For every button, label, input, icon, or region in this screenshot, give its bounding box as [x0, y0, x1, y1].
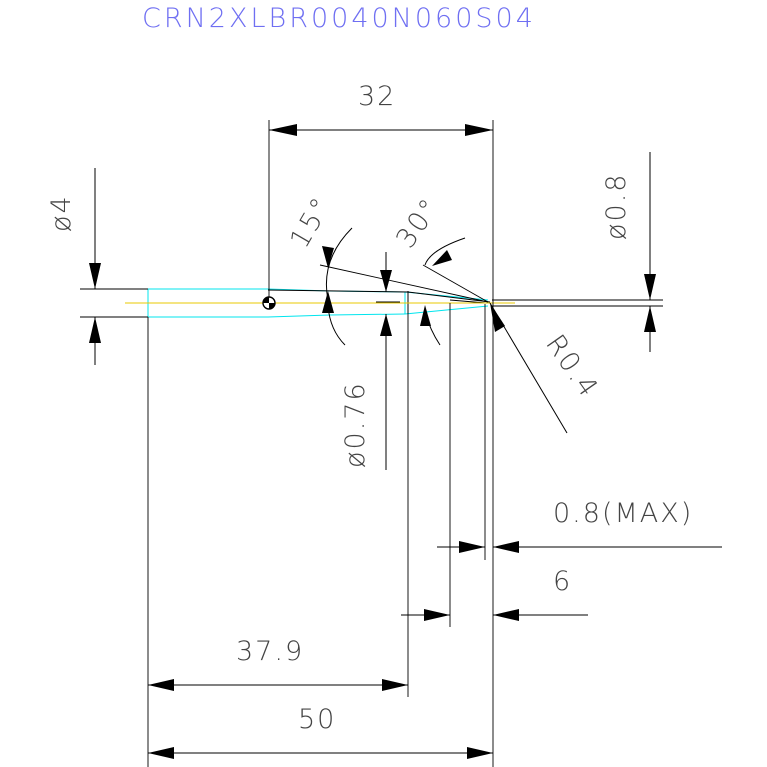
dim50-label: 50 [298, 704, 336, 735]
center-mark-fill-br [269, 303, 275, 309]
angle15-ext-line [319, 264, 489, 303]
angle30-arc-top [424, 237, 466, 266]
dim-32: 32 [268, 81, 494, 300]
dia076-arrow-bottom [380, 314, 392, 336]
tool-outline [125, 288, 515, 318]
neck-bottom-edge [329, 313, 406, 316]
dim50-arrow-right [467, 747, 493, 759]
angle30-arrow-bottom [420, 305, 431, 326]
dim-angle-30: 30° [390, 192, 489, 346]
angle30-ext-line [422, 264, 489, 303]
angle15-arrow-bottom [322, 291, 334, 313]
center-mark-fill-tl [263, 297, 269, 303]
dim-shank-diameter: ø4 [46, 168, 148, 365]
inner-top-line [267, 289, 409, 293]
dim6-label: 6 [553, 566, 572, 597]
dia076-arrow-top [380, 270, 392, 292]
dim379-arrow-left [148, 679, 174, 691]
max08-label: 0.8(MAX) [553, 498, 693, 529]
dim-tip-diameter: ø0.8 [492, 152, 663, 352]
part-number-title: CRN2XLBR0040N060S04 [142, 3, 536, 34]
angle30-label: 30° [390, 192, 446, 254]
dia08-label: ø0.8 [601, 173, 632, 240]
dia4-label: ø4 [46, 194, 77, 232]
angle15-arrow-top [322, 246, 334, 268]
dim-50: 50 [148, 300, 494, 767]
dim-08-max: 0.8(MAX) [437, 304, 722, 560]
dim-neck-diameter: ø0.76 [340, 252, 392, 470]
dim-6: 6 [401, 303, 588, 627]
angle30-arrow-top [432, 250, 452, 266]
radius-label: R0.4 [539, 329, 604, 404]
dim6-arrow-left [424, 609, 450, 621]
max08-arrow-right [493, 541, 519, 553]
dim379-arrow-right [382, 679, 408, 691]
dia08-arrow-top [644, 274, 656, 300]
radius-arrow [490, 303, 505, 332]
dim-32-label: 32 [358, 81, 396, 112]
dim-37-9: 37.9 [147, 314, 409, 767]
dim-radius: R0.4 [489, 302, 605, 434]
max08-arrow-left [459, 541, 485, 553]
inner-tip-line [407, 291, 491, 303]
dim50-arrow-left [148, 747, 174, 759]
dim-32-arrow-right [465, 124, 493, 136]
taper-bottom-edge [267, 314, 331, 318]
angle15-label: 15° [284, 191, 338, 253]
dia4-arrow-top [89, 263, 101, 289]
dia4-arrow-bottom [89, 317, 101, 343]
tip-bottom-edge [404, 305, 489, 315]
angle15-arc-top [325, 227, 353, 301]
dim379-label: 37.9 [236, 636, 304, 667]
dia076-label: ø0.76 [340, 381, 371, 468]
dim-32-arrow-left [269, 124, 297, 136]
dia08-arrow-bottom [644, 306, 656, 332]
dim6-arrow-right [493, 609, 519, 621]
